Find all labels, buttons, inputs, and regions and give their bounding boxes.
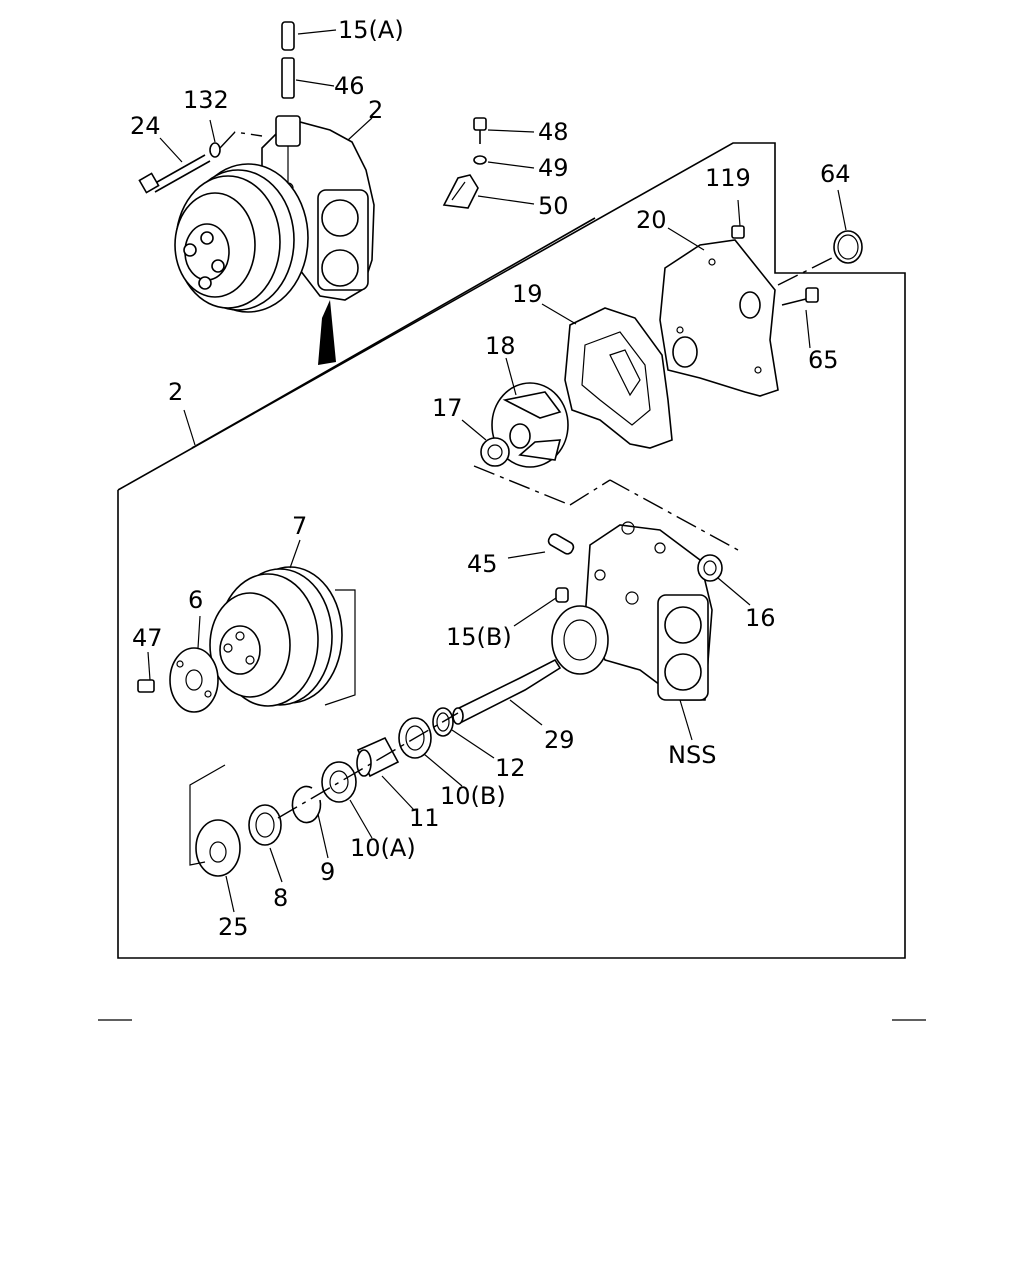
callout-29: 29 [544, 726, 575, 754]
callout-46: 46 [334, 72, 365, 100]
callout-47: 47 [132, 624, 163, 652]
callout-12: 12 [495, 754, 526, 782]
callout-2-left: 2 [168, 378, 183, 406]
gasket-drawing [564, 307, 673, 449]
callout-119: 119 [705, 164, 751, 192]
callout-49: 49 [538, 154, 569, 182]
pulley-drawing [209, 566, 356, 707]
bearing-stack-drawing [189, 707, 454, 877]
callout-65: 65 [808, 346, 839, 374]
callout-7: 7 [292, 512, 307, 540]
leader-lines [147, 29, 847, 913]
exploded-view-frame [117, 142, 906, 959]
callout-19: 19 [512, 280, 543, 308]
callout-25: 25 [218, 913, 249, 941]
assembly-arrow-icon [318, 300, 336, 365]
callout-24: 24 [130, 112, 161, 140]
callout-132: 132 [183, 86, 229, 114]
callout-10b: 10(B) [440, 782, 506, 810]
impeller-drawing [480, 382, 569, 468]
callout-17: 17 [432, 394, 463, 422]
callout-64: 64 [820, 160, 851, 188]
callout-20: 20 [636, 206, 667, 234]
shaft-drawing [452, 658, 562, 725]
callout-50: 50 [538, 192, 569, 220]
pump-body-drawing [547, 521, 723, 701]
pump-assembly-drawing [138, 21, 375, 365]
callout-nss: NSS [668, 741, 716, 769]
callout-45: 45 [467, 550, 498, 578]
callout-15a: 15(A) [338, 16, 404, 44]
callout-2-top: 2 [368, 96, 383, 124]
callout-48: 48 [538, 118, 569, 146]
cover-plate-drawing [659, 225, 863, 397]
callout-18: 18 [485, 332, 516, 360]
flange-drawing [137, 647, 219, 713]
callout-11: 11 [409, 804, 440, 832]
callout-15b: 15(B) [446, 623, 512, 651]
callout-9: 9 [320, 858, 335, 886]
callout-8: 8 [273, 884, 288, 912]
clip-parts-drawing [442, 117, 487, 209]
callout-6: 6 [188, 586, 203, 614]
callout-10a: 10(A) [350, 834, 416, 862]
frame-divider-line [191, 217, 596, 449]
callout-16: 16 [745, 604, 776, 632]
